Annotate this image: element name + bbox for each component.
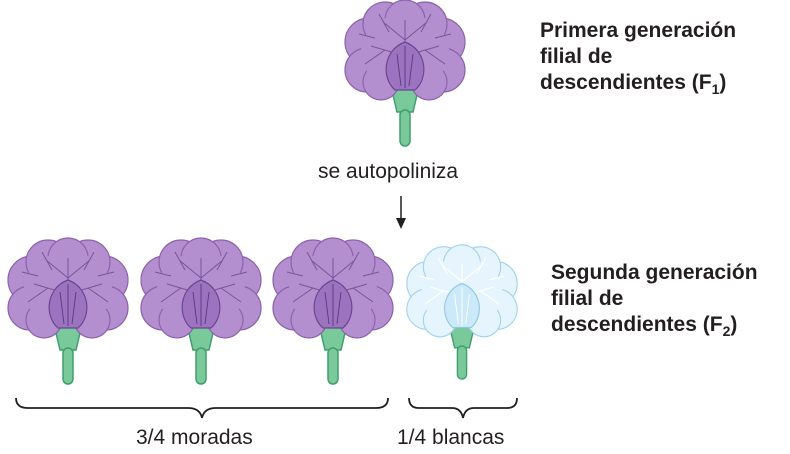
white-ratio-caption: 1/4 blancas xyxy=(397,426,505,449)
f2-label-prefix: descendientes (F xyxy=(551,313,723,336)
f2-purple-flower-icon xyxy=(272,237,394,385)
f2-label-line3: descendientes (F2) xyxy=(551,312,758,339)
brace-white-group xyxy=(408,397,518,419)
down-arrow-icon xyxy=(396,196,406,229)
brace-purple-group xyxy=(15,397,389,419)
self-pollinates-label: se autopoliniza xyxy=(318,160,459,183)
f2-generation-label: Segunda generación filial de descendient… xyxy=(551,260,758,339)
f1-label-line2: filial de xyxy=(540,45,613,68)
f2-label-line2: filial de xyxy=(551,287,624,310)
f1-label-suffix: ) xyxy=(719,71,727,94)
f2-purple-flower-icon xyxy=(7,237,129,385)
f2-purple-flower-icon xyxy=(140,237,262,385)
f2-subscript: 2 xyxy=(722,323,731,339)
f1-purple-flower-icon xyxy=(344,0,466,147)
f2-label-suffix: ) xyxy=(730,313,738,336)
f1-generation-label: Primera generación filial de descendient… xyxy=(540,18,736,97)
f1-subscript: 1 xyxy=(711,81,720,97)
f2-label-line1: Segunda generación xyxy=(551,261,758,284)
f1-label-prefix: descendientes (F xyxy=(540,71,712,94)
f1-label-line3: descendientes (F1) xyxy=(540,70,736,97)
f2-white-flower-icon xyxy=(406,244,518,380)
f1-label-line1: Primera generación xyxy=(540,19,737,42)
purple-ratio-caption: 3/4 moradas xyxy=(136,426,253,449)
